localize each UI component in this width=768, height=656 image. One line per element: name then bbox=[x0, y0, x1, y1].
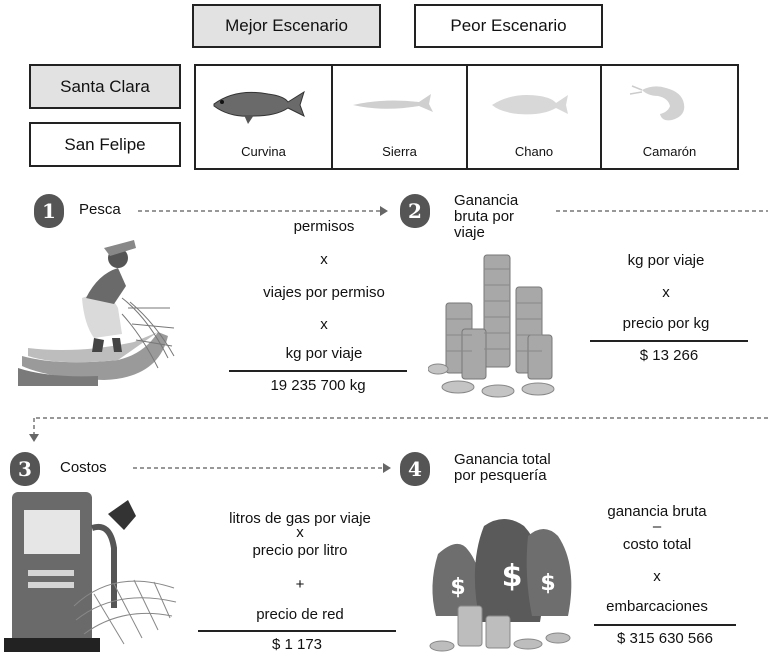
formula-line: embarcaciones bbox=[606, 598, 708, 615]
formula-line: costo total bbox=[622, 536, 692, 553]
formula-operator: x bbox=[320, 316, 328, 333]
step-1-badge: 1 bbox=[34, 194, 64, 228]
formula-operator: x bbox=[653, 568, 661, 585]
money-bags-illustration: $ $ $ bbox=[429, 519, 572, 652]
formula-operator: x bbox=[320, 251, 328, 268]
step-2-badge: 2 bbox=[400, 194, 430, 228]
svg-text:$: $ bbox=[450, 575, 465, 600]
formula-line: litros de gas por viaje bbox=[229, 510, 371, 527]
step-3-title: Costos bbox=[60, 459, 107, 476]
formula-line: ganancia bruta bbox=[607, 503, 707, 520]
title-line: por pesquería bbox=[454, 467, 547, 484]
species-sierra-card[interactable]: Sierra bbox=[331, 64, 468, 170]
fisherman-boat-illustration bbox=[18, 240, 175, 386]
title-line: viaje bbox=[454, 224, 485, 241]
formula-operator: x bbox=[662, 284, 670, 301]
formula-line: precio por litro bbox=[252, 542, 348, 559]
step-2-result: $ 13 266 bbox=[639, 347, 699, 364]
curvina-fish-icon bbox=[213, 90, 305, 124]
formula-line: permisos bbox=[293, 218, 355, 235]
shrimp-icon bbox=[629, 85, 685, 121]
tab-peor-escenario[interactable]: Peor Escenario bbox=[414, 4, 603, 48]
formula-line: kg por viaje bbox=[627, 252, 705, 269]
location-san-felipe-button[interactable]: San Felipe bbox=[29, 122, 181, 167]
sierra-fish-icon bbox=[353, 94, 433, 112]
title-line: Ganancia bbox=[454, 192, 519, 209]
coin-stacks-illustration bbox=[428, 254, 555, 398]
formula-line: precio de red bbox=[256, 606, 344, 623]
svg-text:$: $ bbox=[502, 559, 523, 594]
title-line: Ganancia total bbox=[454, 451, 551, 468]
formula-divider bbox=[590, 340, 748, 342]
tab-mejor-escenario[interactable]: Mejor Escenario bbox=[192, 4, 381, 48]
formula-operator: x bbox=[296, 524, 304, 541]
species-label: Chano bbox=[514, 144, 554, 159]
formula-divider bbox=[198, 630, 396, 632]
species-label: Curvina bbox=[241, 144, 286, 159]
step-3-badge: 3 bbox=[10, 452, 40, 486]
species-curvina-card[interactable]: Curvina bbox=[194, 64, 333, 170]
species-label: Sierra bbox=[382, 144, 417, 159]
step-1-title: Pesca bbox=[79, 201, 121, 218]
gas-pump-net-illustration bbox=[4, 492, 177, 652]
formula-divider bbox=[594, 624, 736, 626]
step-4-result: $ 315 630 566 bbox=[617, 630, 713, 647]
svg-text:$: $ bbox=[540, 571, 555, 596]
formula-operator: – bbox=[652, 518, 662, 535]
title-line: bruta por bbox=[454, 208, 515, 225]
chano-fish-icon bbox=[492, 95, 568, 115]
formula-line: viajes por permiso bbox=[263, 284, 385, 301]
formula-divider bbox=[229, 370, 407, 372]
step-3-result: $ 1 173 bbox=[271, 636, 323, 653]
species-camaron-card[interactable]: Camarón bbox=[600, 64, 739, 170]
species-label: Camarón bbox=[642, 144, 697, 159]
formula-line: precio por kg bbox=[622, 315, 710, 332]
formula-operator: + bbox=[295, 576, 305, 593]
formula-line: kg por viaje bbox=[285, 345, 363, 362]
step-4-title: Ganancia total por pesquería bbox=[454, 452, 551, 484]
step-1-result: 19 235 700 kg bbox=[270, 377, 366, 394]
step-2-title: Ganancia bruta por viaje bbox=[454, 193, 518, 241]
location-santa-clara-button[interactable]: Santa Clara bbox=[29, 64, 181, 109]
step-4-badge: 4 bbox=[400, 452, 430, 486]
species-chano-card[interactable]: Chano bbox=[466, 64, 602, 170]
